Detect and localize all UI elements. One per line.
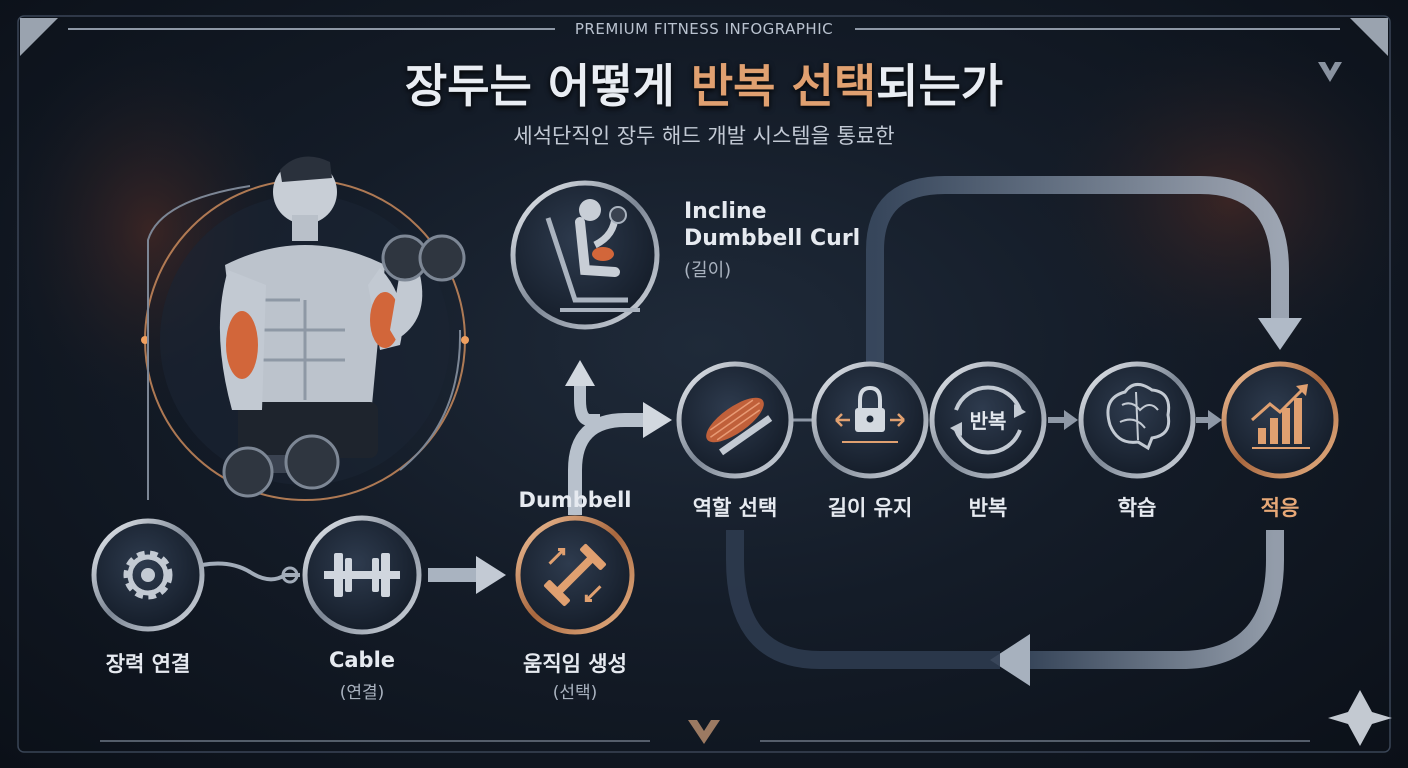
node-role[interactable] [676,361,794,479]
muscle-ruler-icon [706,397,773,456]
node-dumbbell[interactable] [515,515,635,635]
page-subtitle: 세석단직인 장두 해드 개발 시스템을 통료한 [513,124,895,148]
dumbbell-arrows-icon [544,544,606,606]
gear-icon [123,550,173,600]
adapt-label: 적응 [1260,496,1300,520]
node-incline[interactable] [510,180,660,330]
link-learn-adapt-head [1208,410,1222,430]
loop-bottom-arrowhead [990,634,1030,686]
logo-mark-top [1318,62,1342,82]
node-repeat[interactable]: 반복 [929,361,1047,479]
node-adapt[interactable] [1221,361,1339,479]
incline-title-line1: Incline [684,199,767,224]
ring-glow-right [461,336,469,344]
loop-bottom-right-path [1020,530,1284,669]
fork-arrow-right-head [643,402,672,438]
title-part1: 장두는 어떻게 [404,59,691,113]
length-label: 길이 유지 [827,496,913,520]
node-tension[interactable] [91,518,205,632]
arrow-cable-dumbbell-head [476,556,506,594]
loop-top-arrowhead [1258,318,1302,350]
barbell-icon [324,553,400,597]
fork-arrow-right-shaft [568,413,645,515]
incline-curl-icon [545,199,640,312]
loop-top-path [866,176,1289,374]
node-learn[interactable] [1078,361,1196,479]
logo-mark-bottom [688,720,720,744]
cable-hook [281,566,299,584]
cable-sublabel: (연결) [339,683,385,703]
link-repeat-learn-head [1064,410,1078,430]
page-title: 장두는 어떻게 반복 선택되는가 [0,50,1408,116]
lock-icon [835,385,905,443]
dumbbell-title: Dumbbell [518,488,632,512]
incline-title-line2: Dumbbell Curl [684,226,861,251]
top-label: PREMIUM FITNESS INFOGRAPHIC [574,20,834,38]
growth-chart-icon [1251,384,1310,449]
brain-icon [1106,383,1171,451]
figure-arc-right [399,329,462,471]
title-part2: 되는가 [876,59,1004,113]
repeat-label: 반복 [968,496,1008,520]
tension-label: 장력 연결 [105,652,191,676]
incline-sublabel: (길이) [684,260,732,281]
athlete-figure [219,156,466,498]
cable-connector [201,561,300,582]
fork-arrow-up-head [565,360,595,386]
corner-ornament-tl [20,18,58,56]
node-length[interactable] [811,361,929,479]
bg-muscle-right [1030,30,1408,370]
figure-arc-left [147,185,251,500]
dumbbell-label: 움직임 생성 [523,652,627,676]
learn-label: 학습 [1117,496,1157,520]
node-cable[interactable] [302,515,422,635]
repeat-icon-text: 반복 [970,409,1007,433]
dumbbell-sublabel: (선택) [552,683,598,703]
corner-ornament-tr [1350,18,1388,56]
role-label: 역할 선택 [692,496,778,520]
cable-label: Cable [328,648,396,672]
frame-border [17,15,1391,753]
loop-bottom-left-path [726,530,1000,669]
title-highlight: 반복 선택 [690,59,877,113]
cycle-arrows-icon [950,385,1026,455]
sparkle-ornament [1328,690,1392,746]
fork-arrow-up-shaft [574,385,600,426]
